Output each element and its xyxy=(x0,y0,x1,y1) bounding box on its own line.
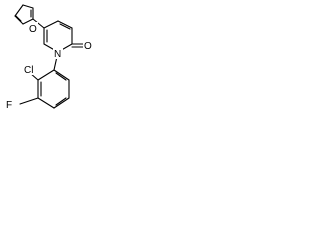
atom-o-furan-text: O xyxy=(29,24,37,35)
atom-label-o-carbonyl: O xyxy=(83,39,93,52)
benzene-ring xyxy=(37,69,70,109)
atom-label-o-furan: O xyxy=(28,22,38,35)
atom-cl-text: Cl xyxy=(24,65,33,76)
fluoro-bond xyxy=(19,97,39,105)
atom-label-cl: Cl xyxy=(24,63,37,76)
atom-label-f: F xyxy=(5,98,15,111)
molecule-structure: O O N Cl F xyxy=(5,4,93,111)
atom-o-carbonyl-text: O xyxy=(84,41,92,52)
carbonyl-bond xyxy=(71,43,85,48)
furan-ring xyxy=(14,4,34,25)
atom-label-n: N xyxy=(53,47,63,60)
atom-f-text: F xyxy=(6,100,12,111)
pyridinone-ring xyxy=(43,20,73,53)
furan-pyridinone-bond xyxy=(32,18,45,29)
atom-n-text: N xyxy=(54,49,61,60)
